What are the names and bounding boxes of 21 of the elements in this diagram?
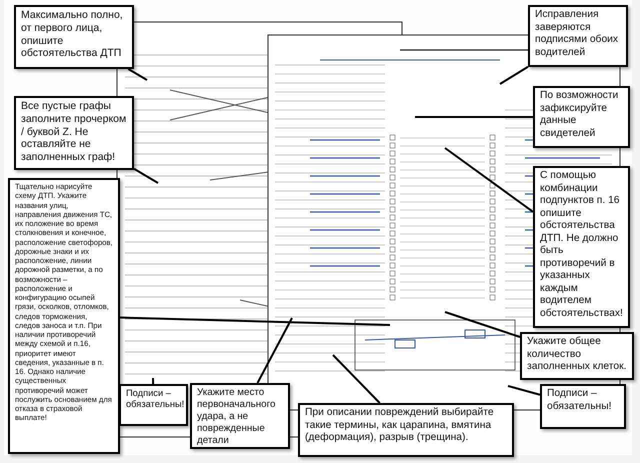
callout-text: Укажите место первоначального удара, а не поврежденные детали xyxy=(197,387,276,447)
leader-line xyxy=(128,68,148,81)
leader-line xyxy=(332,354,380,404)
leader-line xyxy=(508,385,540,396)
leader-line xyxy=(415,116,533,118)
callout-text: С помощью комбинации подпунктов п. 16 опишите обстоятельства ДТП. Не должно быть противоречий в указанных каждым водителем обстоятельствах! xyxy=(540,170,623,321)
callout-text: Максимально полно, от первого лица, опишите обстоятельства ДТП xyxy=(21,9,124,60)
leader-line xyxy=(444,147,534,213)
leader-line xyxy=(134,168,158,184)
callout-text: Все пустые графы заполните прочерком / буквой Z. Не оставляйте не заполненных граф! xyxy=(21,100,127,164)
leader-line xyxy=(499,66,529,85)
leader-line xyxy=(152,378,154,384)
callout-text: Исправления заверяются подписями обоих водителей xyxy=(535,9,620,60)
leader-line xyxy=(256,318,293,384)
leader-line xyxy=(120,316,390,326)
callout-text: Укажите общее количество заполненных клеток. xyxy=(527,336,627,374)
callout-text: Подписи – обязательны! xyxy=(547,388,613,414)
callout-text: Подписи – обязательны! xyxy=(126,388,181,411)
callout-text: При описании повреждений выбирайте такие термины, как царапина, вмятина (деформация), разрыв (трещина). xyxy=(305,407,495,445)
callout-text: По возможности зафиксируйте данные свидетелей xyxy=(540,90,620,140)
leader-line xyxy=(444,311,520,338)
